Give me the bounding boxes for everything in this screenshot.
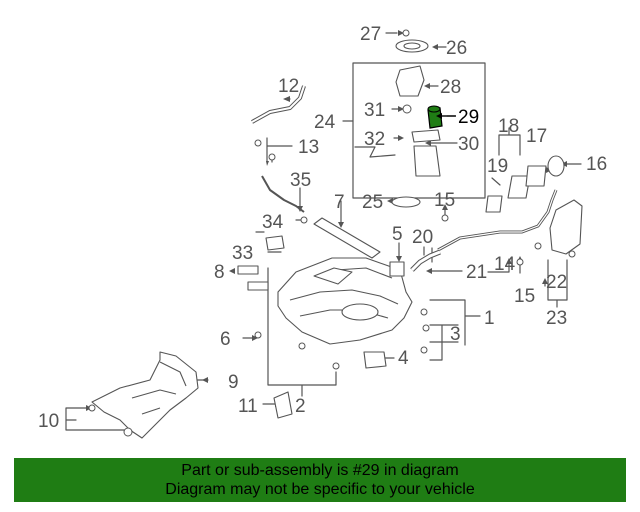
callout-6: 6 (220, 329, 231, 350)
callout-35: 35 (290, 170, 311, 191)
callout-17: 17 (526, 126, 547, 147)
callout-12: 12 (278, 76, 299, 97)
callout-19: 19 (487, 156, 508, 177)
pump-module-box (352, 62, 486, 199)
parts-diagram: 1 2 3 4 5 6 7 8 9 10 11 12 13 14 15 15 1… (38, 24, 607, 439)
callout-28: 28 (440, 77, 461, 98)
fasteners (88, 29, 576, 437)
callout-27: 27 (360, 24, 381, 45)
callout-20: 20 (412, 227, 433, 248)
callout-9: 9 (228, 372, 239, 393)
callout-31: 31 (364, 100, 385, 121)
callout-11: 11 (238, 396, 258, 417)
callout-5: 5 (392, 224, 403, 245)
callout-22: 22 (546, 272, 567, 293)
callout-14: 14 (494, 254, 516, 275)
pump-assembly (395, 65, 425, 97)
callout-34: 34 (262, 212, 284, 233)
info-banner: Part or sub-assembly is #29 in diagram D… (14, 458, 626, 502)
banner-line-2: Diagram may not be specific to your vehi… (165, 481, 475, 498)
callout-21: 21 (466, 262, 487, 283)
callout-23: 23 (546, 308, 567, 329)
part-29-highlight (427, 105, 456, 129)
callout-33: 33 (232, 243, 253, 264)
callout-18: 18 (498, 116, 519, 137)
callout-25: 25 (362, 192, 383, 213)
callout-15b: 15 (514, 286, 535, 307)
callout-4: 4 (398, 348, 409, 369)
callout-24: 24 (314, 112, 336, 133)
callout-30: 30 (458, 134, 479, 155)
banner-line-1: Part or sub-assembly is #29 in diagram (181, 462, 459, 479)
callout-10: 10 (38, 411, 59, 432)
callout-1: 1 (484, 308, 495, 329)
callout-3: 3 (450, 324, 461, 345)
callout-32: 32 (364, 129, 385, 150)
heat-shield (313, 217, 381, 259)
callout-26: 26 (446, 38, 467, 59)
callout-13: 13 (298, 137, 319, 158)
callout-16: 16 (586, 154, 607, 175)
callout-8: 8 (214, 262, 225, 283)
callout-15a: 15 (434, 190, 455, 211)
callout-7: 7 (334, 192, 345, 213)
parts-sketch (91, 39, 583, 439)
callout-29[interactable]: 29 (458, 107, 479, 128)
callout-2: 2 (295, 396, 306, 417)
